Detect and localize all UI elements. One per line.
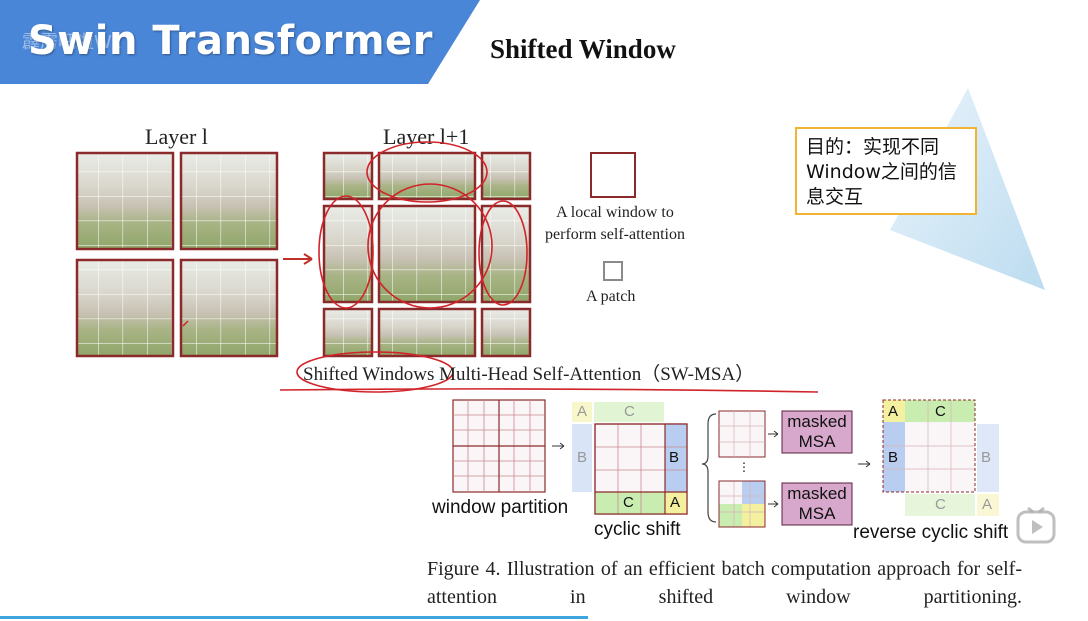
region-c-label: C xyxy=(623,494,634,511)
red-annotation-circles xyxy=(279,141,973,393)
bottom-accent-line xyxy=(0,616,588,619)
sw-msa-caption: Shifted Windows Multi-Head Self-Attentio… xyxy=(303,364,755,385)
cyclic-shift-label: cyclic shift xyxy=(594,519,681,540)
region-b-restored: B xyxy=(888,449,899,466)
cyclic-shift-grid xyxy=(572,402,688,515)
goal-note-text: 目的：实现不同Window之间的信息交互 xyxy=(806,136,957,208)
region-a-restored: A xyxy=(888,403,899,420)
patch-legend-box xyxy=(603,261,623,281)
patch-legend-label: A patch xyxy=(586,288,636,305)
local-window-legend-box xyxy=(590,152,636,198)
region-c-restored: C xyxy=(935,403,946,420)
msa-word: MSA xyxy=(798,432,836,451)
region-a-ghost: A xyxy=(577,403,588,420)
layer-l-windows xyxy=(75,151,279,358)
layer-l1-windows xyxy=(322,151,532,358)
reverse-cyclic-shift-grid xyxy=(882,399,999,516)
figure-caption: Figure 4. Illustration of an efficient b… xyxy=(427,558,1022,608)
window-partition-label: window partition xyxy=(432,497,569,518)
region-a-ghost-bottom: A xyxy=(982,496,993,513)
masked-msa-bottom xyxy=(718,480,853,528)
goal-note-box xyxy=(795,127,977,215)
local-window-legend-label: A local window to perform self-attention xyxy=(545,204,685,243)
masked-msa-label-top: masked MSA xyxy=(782,412,852,452)
ellipsis: ⋮ xyxy=(738,460,750,474)
layer-l-label: Layer l xyxy=(145,124,208,149)
masked-word: masked xyxy=(787,484,847,503)
banner-title: Swin Transformer xyxy=(28,18,433,64)
masked-msa-label-bottom: masked MSA xyxy=(782,484,852,524)
region-c-ghost-bottom: C xyxy=(935,496,946,513)
msa-word: MSA xyxy=(798,504,836,523)
region-b-label: B xyxy=(669,449,680,466)
region-a-label: A xyxy=(670,494,681,511)
reverse-cyclic-shift-label: reverse cyclic shift xyxy=(853,522,1009,543)
play-icon[interactable] xyxy=(1010,500,1064,554)
region-b-ghost: B xyxy=(577,449,588,466)
masked-word: masked xyxy=(787,412,847,431)
title-banner xyxy=(0,0,480,84)
masked-msa-top xyxy=(718,410,853,458)
watermark-text: 霹雳吧啦Wz xyxy=(22,32,122,53)
region-b-ghost-right: B xyxy=(981,449,992,466)
region-c-ghost: C xyxy=(624,403,635,420)
slide-title: Shifted Window xyxy=(490,34,676,64)
window-partition-grid xyxy=(452,399,546,493)
